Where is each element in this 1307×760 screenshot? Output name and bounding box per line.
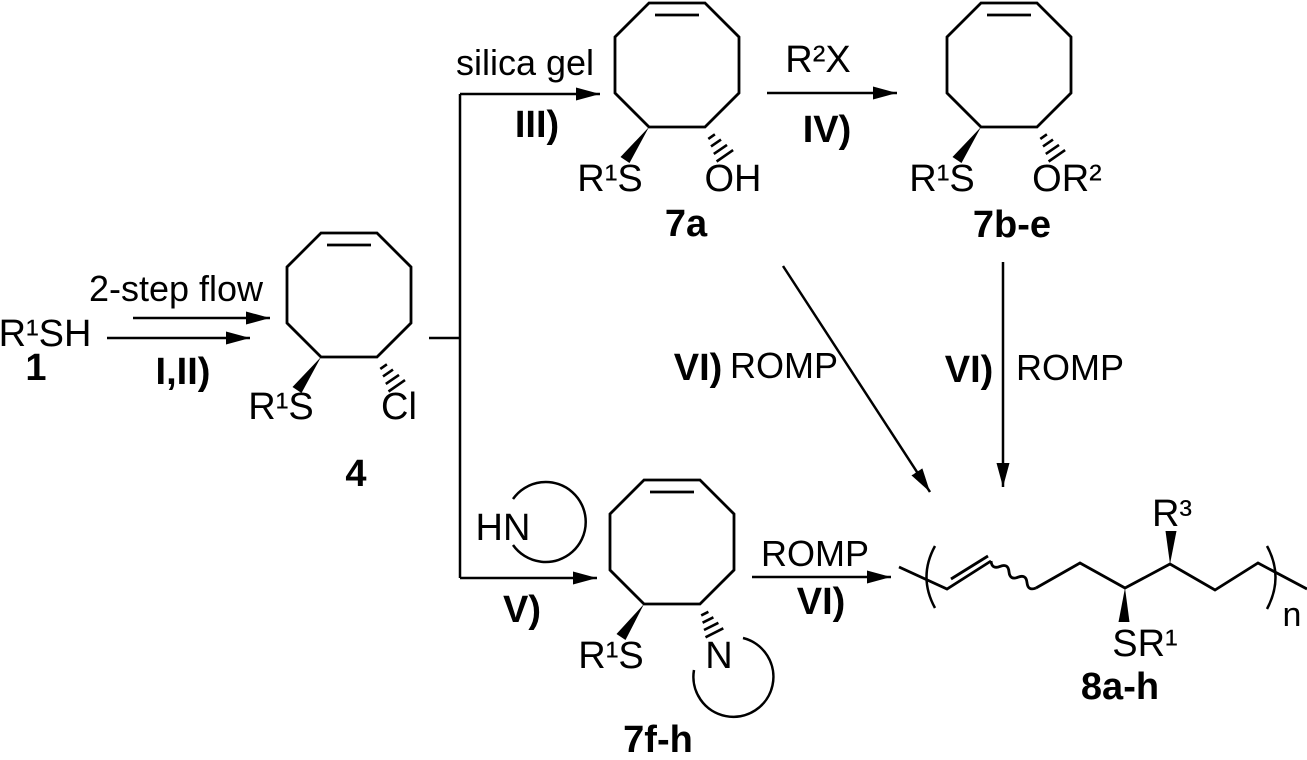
step-i-ii: 2-step flow I,II) [89,268,270,393]
repeat-index-subscript: n [1283,596,1302,634]
polymer-8a-h-number: 8a-h [1081,666,1159,708]
bold-wedge-bond [292,357,321,393]
compound-7b-e: R¹S OR² 7b-e [909,1,1102,246]
reaction-arrow [781,265,932,493]
reagent-label: ROMP [730,345,838,386]
compound-4-number: 4 [345,453,366,495]
substituent-label-ether: OR² [1032,158,1102,200]
substituent-label-thioether: R¹S [248,386,313,428]
substituent-label-thioether: R¹S [578,635,643,677]
step-label: III) [515,104,559,146]
compound-1-number: 1 [25,347,46,389]
step-vi-bottom: ROMP VI) [752,533,891,623]
bold-wedge-bond-sulfide [1118,588,1130,622]
step-label: VI) [945,349,994,391]
compound-7a: R¹S OH 7a [577,1,762,245]
substituent-label-thioether: SR¹ [1112,623,1177,665]
polymer-8a-h: R³ SR¹ n 8a-h [898,493,1307,708]
cyclooctene-ring [285,231,413,359]
compound-1: R¹SH 1 [0,313,91,389]
bold-wedge-bond [620,127,649,163]
hashed-wedge-bond [1039,133,1066,163]
reagent-label: ROMP [1016,347,1124,388]
compound-4: R¹S Cl 4 [248,231,417,495]
branch-connector-line [429,94,462,578]
step-label: VI) [797,581,846,623]
step-iv: R²X IV) [767,39,897,151]
backbone-bond-right [1035,561,1307,592]
hashed-wedge-bond [379,363,406,393]
substituent-label-thioether: R¹S [577,158,642,200]
substituent-label-hydroxyl: OH [705,158,762,200]
bold-wedge-bond-r3 [1165,531,1177,564]
amine-ring-circle [511,480,587,564]
reagent-label: silica gel [456,42,594,83]
compound-1-formula: R¹SH [0,313,91,355]
step-label: I,II) [156,351,211,393]
step-v: HN V) [460,480,597,631]
substituent-label-r3: R³ [1152,493,1192,535]
reagent-label: 2-step flow [89,268,264,309]
repeat-parenthesis-close [1265,545,1277,610]
bold-wedge-bond [616,604,644,640]
step-vi-vertical: VI) ROMP [945,262,1124,487]
substituent-label-amine: N [705,635,732,677]
substituent-label-thioether: R¹S [909,158,974,200]
substituent-label-chloride: Cl [381,386,417,428]
bold-wedge-bond [952,127,981,163]
compound-7a-number: 7a [665,203,708,245]
compound-7f-h: R¹S N 7f-h [578,478,775,760]
cyclooctene-ring [613,1,741,129]
cyclooctene-ring [608,478,736,606]
backbone-double-bond [950,554,989,581]
hashed-wedge-bond [707,133,734,163]
reagent-label: ROMP [761,533,869,574]
step-label: VI) [674,347,723,389]
step-label: IV) [803,109,852,151]
repeat-parenthesis-open [925,545,937,609]
step-label: V) [503,589,541,631]
step-iii: silica gel III) [456,42,600,146]
cyclooctene-ring [945,1,1073,129]
backbone-bond-left [898,559,992,591]
amine-ring-circle [692,636,775,719]
reagent-label-amine: HN [476,507,531,549]
hashed-wedge-bond [700,610,724,639]
step-vi-diagonal: VI) ROMP [674,265,932,493]
reagent-label: R²X [785,39,850,81]
compound-7f-h-number: 7f-h [623,719,693,760]
wavy-bond [989,560,1037,591]
compound-7b-e-number: 7b-e [973,204,1051,246]
